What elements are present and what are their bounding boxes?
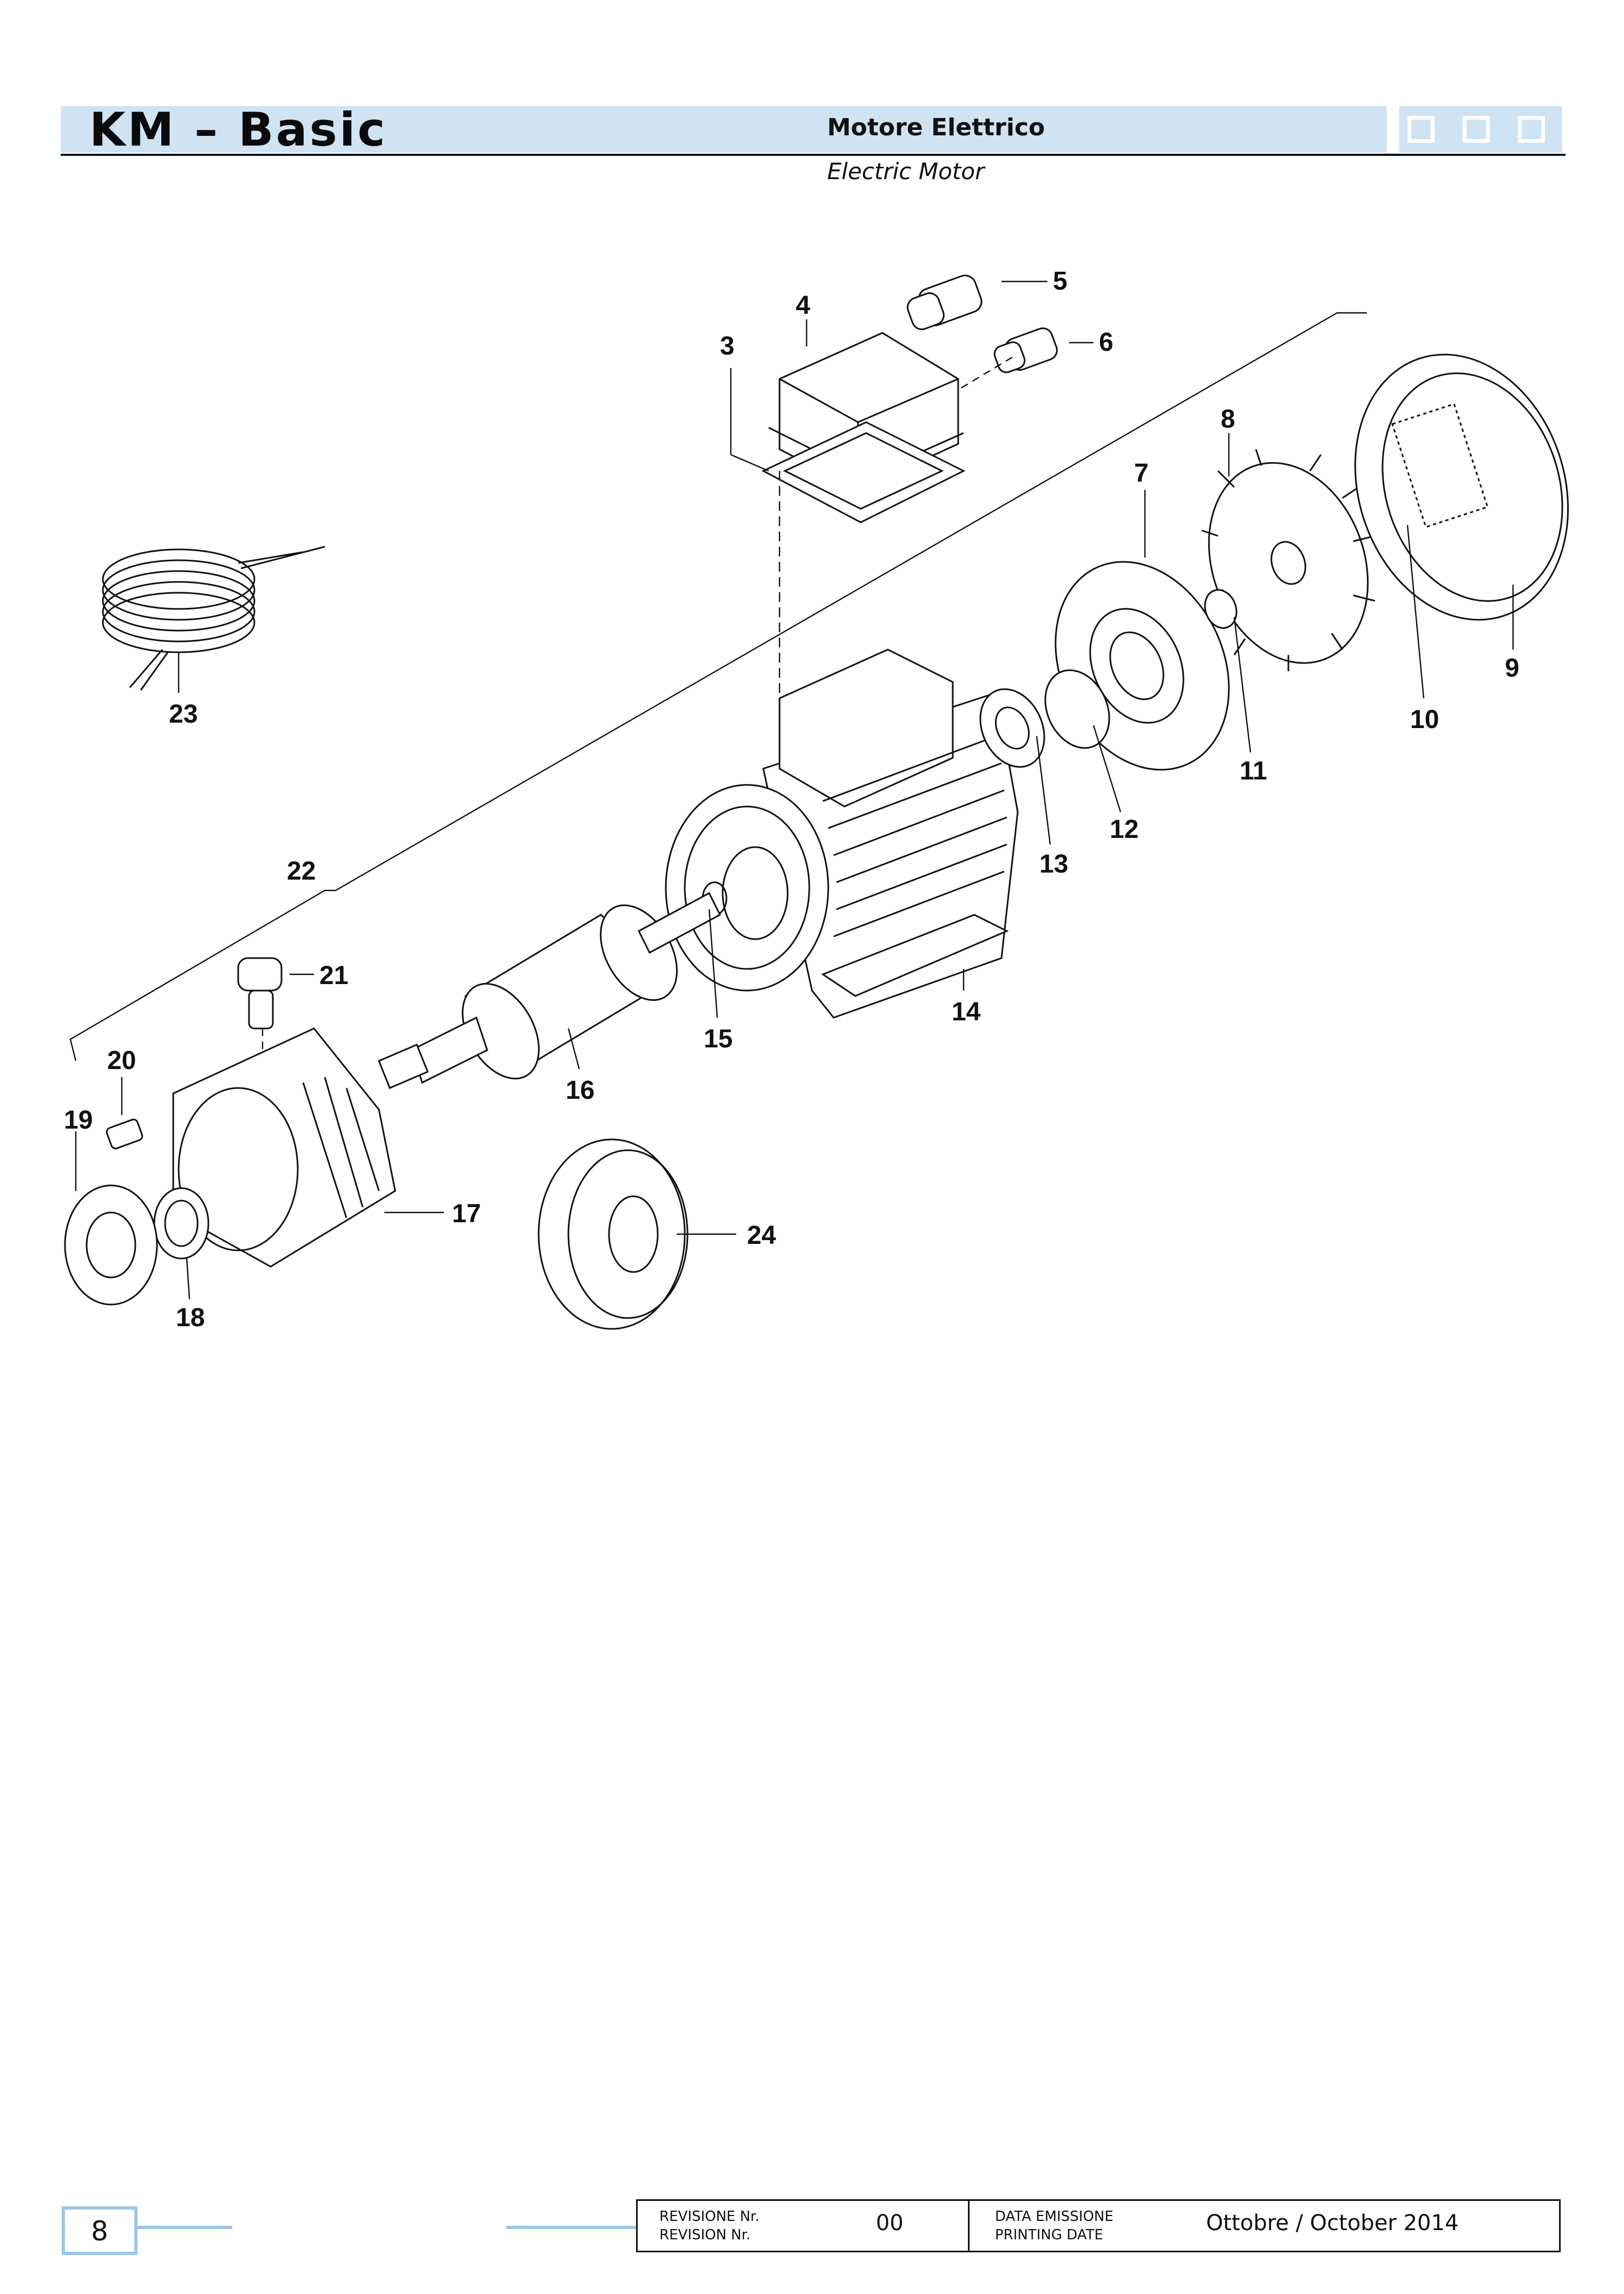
date-label-en: PRINTING DATE [995,2227,1103,2243]
callout-22: 22 [287,857,316,886]
revision-label-en: REVISION Nr. [659,2227,751,2243]
motor-housing-part [665,648,1019,1019]
cable-gland-part [907,274,1058,373]
callout-4: 4 [796,291,810,320]
callout-24: 24 [747,1221,776,1250]
plug-part [237,957,283,1030]
callout-19: 19 [64,1106,93,1135]
callout-11: 11 [1240,757,1267,785]
header-band [61,106,1387,153]
seal-part [153,1187,209,1260]
section-title-english: Electric Motor [827,158,985,185]
gasket-part [761,421,966,523]
revision-value: 00 [876,2211,903,2236]
callout-13: 13 [1039,850,1068,879]
date-label-it: DATA EMISSIONE [995,2208,1114,2225]
callout-21: 21 [319,961,348,990]
bearing-part [979,688,1045,768]
callout-20: 20 [107,1046,136,1075]
fan-cover-part [1354,353,1569,621]
brand-title: KM – Basic [89,103,388,157]
callout-16: 16 [566,1076,594,1105]
exploded-parts-diagram: 3 4 5 6 7 8 9 10 11 12 13 14 15 16 17 18… [64,267,1569,1332]
footer-info-box: REVISIONE Nr. REVISION Nr. 00 DATA EMISS… [636,2199,1561,2252]
callout-10: 10 [1410,705,1439,734]
callout-9: 9 [1505,654,1520,683]
callout-5: 5 [1053,267,1068,296]
ring-part [1204,589,1237,629]
callout-14: 14 [952,998,981,1026]
flange-cover-part [538,1138,689,1330]
cable-coil-part [102,546,325,691]
fan-part [1201,449,1376,671]
callout-7: 7 [1134,459,1149,488]
callout-15: 15 [704,1025,732,1053]
square-icon [1463,116,1490,143]
callout-3: 3 [720,332,735,361]
header-rule [61,154,1566,156]
square-icon [1518,116,1545,143]
page-number: 8 [62,2206,137,2255]
header-squares [1399,106,1562,153]
footer-rule [506,2226,636,2229]
rear-bearing-part [64,1184,158,1306]
callout-23: 23 [169,700,198,729]
callout-12: 12 [1110,815,1138,844]
callout-6: 6 [1099,328,1114,357]
o-ring-part [1044,669,1110,749]
bracket-line-22 [69,312,1367,1061]
section-title-italian: Motore Elettrico [827,114,1045,141]
footer-rule [137,2226,232,2229]
callout-17: 17 [452,1200,481,1228]
printing-date-value: Ottobre / October 2014 [1206,2211,1459,2236]
callout-8: 8 [1221,405,1235,434]
square-icon [1407,116,1435,143]
revision-label-it: REVISIONE Nr. [659,2208,759,2225]
screw-part [106,1118,143,1150]
callout-18: 18 [176,1303,205,1332]
rotor-part [378,892,721,1089]
